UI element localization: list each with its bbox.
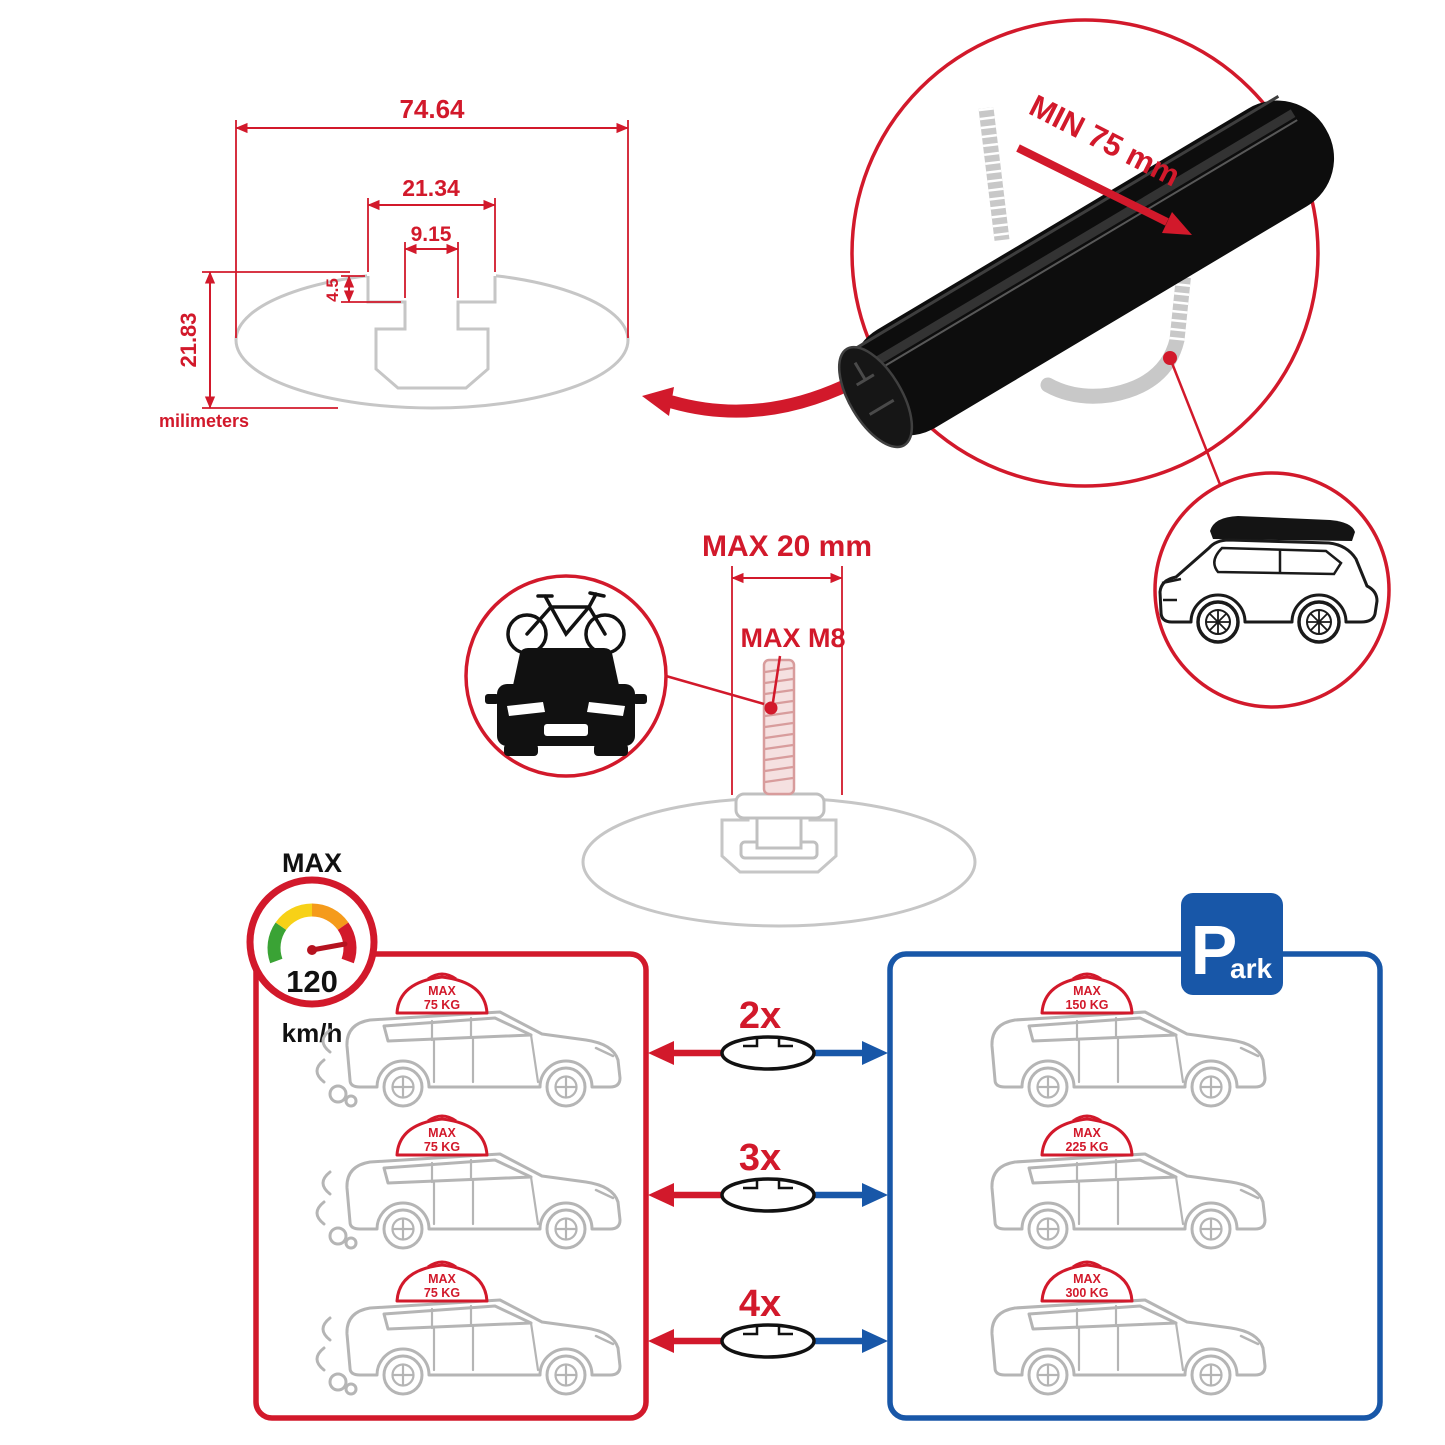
suv-roofbox-circle [1153,471,1391,709]
crossbar-3d [837,95,1335,449]
t-bolt [734,658,826,860]
bag-max-label: MAX [1073,1126,1101,1140]
max-thread-label: MAX M8 [740,623,845,653]
bolt-detail: MAX 20 mm MAX M8 [581,530,977,928]
annotation-max-m8: MAX M8 [740,623,846,703]
dim-slot-width-label: 9.15 [411,223,452,246]
car-illustration [990,1010,1267,1108]
driving-load-box [253,951,649,1421]
speed-limit-gauge: MAX 120 km/h [246,848,378,1048]
multiplier-label: 2x [739,995,781,1037]
callout-dot-bolt [764,701,778,715]
car-illustration [345,1010,622,1108]
dimension-slot-width: 9.15 [404,223,459,298]
bag-weight-label: 300 KG [1065,1286,1108,1300]
multiplier-row-1: 2x [648,995,888,1071]
parked-car-row-2: MAX 225 KG [990,1114,1267,1250]
parking-load-box [887,951,1383,1421]
slot-profile-small [720,799,838,874]
gauge-max-label: MAX [282,848,342,878]
max-width-label: MAX 20 mm [702,530,872,563]
dim-lip-depth-label: 4.5 [323,278,342,302]
arrow-left [648,1183,674,1207]
profile-t-slot [366,276,497,390]
car-illustration [990,1298,1267,1396]
bag-weight-label: 75 KG [424,1140,460,1154]
dimension-opening-width: 21.34 [367,175,496,272]
min-clamp-label: MIN 75 mm [1024,88,1186,193]
crossbar-end-profile [837,345,914,449]
bag-max-label: MAX [428,1126,456,1140]
gauge-value: 120 [286,964,338,999]
dimension-max-20: MAX 20 mm [702,530,872,795]
dimension-total-width: 74.64 [235,94,629,338]
arrow-left [648,1329,674,1353]
car-front-icon [485,648,647,756]
detail-pointer-arrow [642,365,879,418]
multiplier-row-2: 3x [648,1137,888,1213]
dimension-lip-depth: 4.5 [323,275,401,303]
gauge-needle [309,941,348,953]
bag-max-label: MAX [428,1272,456,1286]
gauge-arc [267,903,357,964]
parking-sign: P ark [1181,893,1283,995]
arrow-right [862,1329,888,1353]
dim-opening-width-label: 21.34 [402,175,460,201]
parking-sign-suffix: ark [1230,953,1272,984]
loaded-car-row-1: MAX 75 KG [315,972,622,1108]
multiplier-row-3: 4x [648,1283,888,1359]
bag-weight-label: 75 KG [424,998,460,1012]
arrow-right [862,1041,888,1065]
dim-total-height-label: 21.83 [176,312,201,367]
car-illustration [345,1298,622,1396]
car-bike-circle [464,574,668,778]
crossbar-profile-icon [720,1323,816,1359]
crossbar-detail-circle: MIN 75 mm [837,18,1335,488]
profile-dimension-diagram: 74.64 21.34 9.15 4.5 21.83 [159,94,879,431]
arrow-right [862,1183,888,1207]
gauge-circle [246,876,378,1008]
arrow-left [648,1041,674,1065]
callout-line-to-suv [1168,357,1223,488]
multiplier-label: 4x [739,1283,781,1325]
headlight-left [507,702,545,716]
car-illustration [345,1152,622,1250]
dim-total-width-label: 74.64 [399,94,465,124]
dimension-total-height: 21.83 [176,271,350,409]
units-label: milimeters [159,411,249,431]
suv-wheels [1196,600,1341,644]
detail-circle-outline [850,18,1320,488]
headlight-right [587,702,625,716]
parking-sign-letter: P [1191,911,1238,989]
bag-weight-label: 150 KG [1065,998,1108,1012]
bag-weight-label: 75 KG [424,1286,460,1300]
suv-windows [1213,546,1343,576]
multiplier-label: 3x [739,1137,781,1179]
bag-weight-label: 225 KG [1065,1140,1108,1154]
loaded-car-row-3: MAX 75 KG [315,1260,622,1396]
car-illustration [990,1152,1267,1250]
gauge-units: km/h [282,1018,343,1048]
callout-line-from-car [665,674,765,706]
loaded-car-row-2: MAX 75 KG [315,1114,622,1250]
crossbar-profile-icon [720,1035,816,1071]
bag-max-label: MAX [1073,984,1101,998]
roof-cargo-box [1210,516,1355,541]
parked-car-row-3: MAX 300 KG [990,1260,1267,1396]
crossbar-profile-icon [720,1177,816,1213]
parked-car-row-1: MAX 150 KG [990,972,1267,1108]
bag-max-label: MAX [1073,1272,1101,1286]
bag-max-label: MAX [428,984,456,998]
